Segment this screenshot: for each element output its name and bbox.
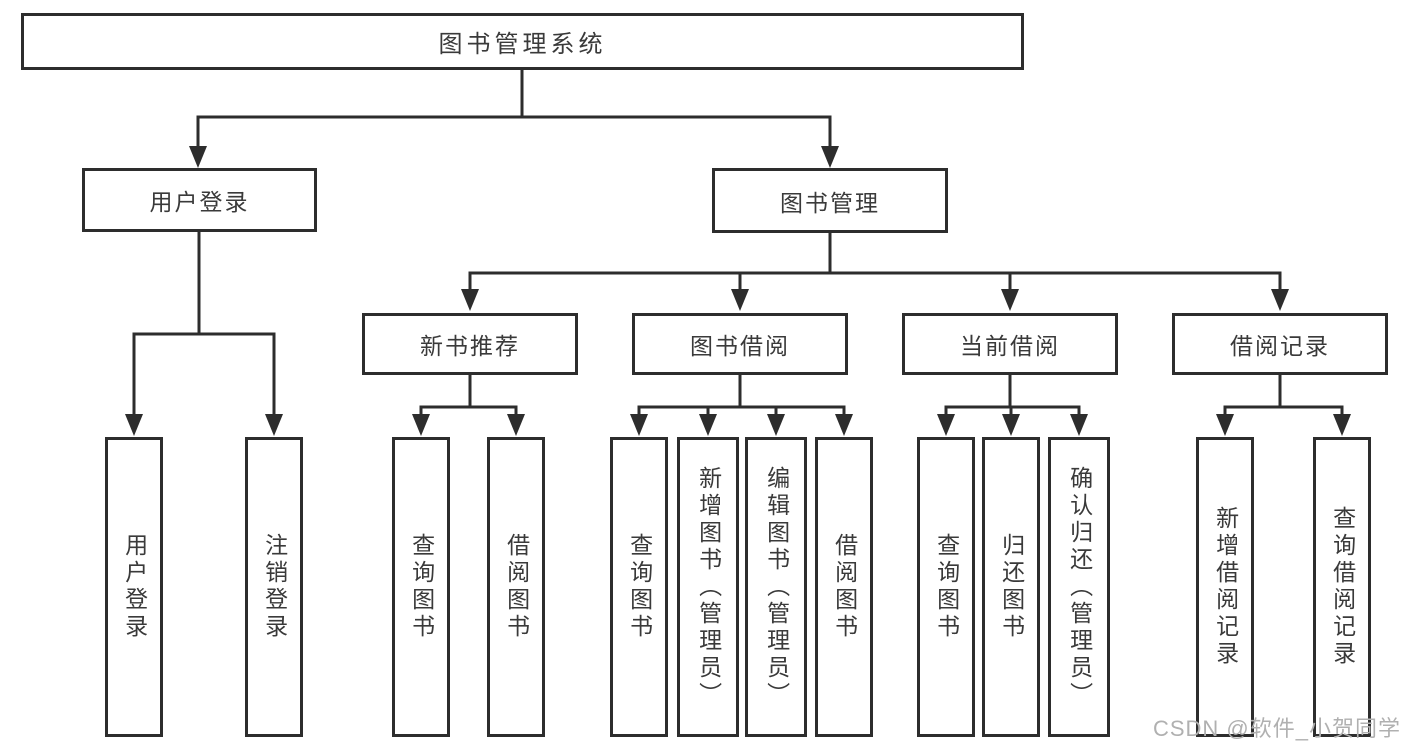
leaf-return-books: 归还图书 xyxy=(982,437,1040,737)
leaf-query-borrow-record: 查询借阅记录 xyxy=(1313,437,1371,737)
leaf-user-login: 用户登录 xyxy=(105,437,163,737)
leaf-logout: 注销登录 xyxy=(245,437,303,737)
node-new-book-recommendation: 新书推荐 xyxy=(362,313,578,375)
node-library-management-system: 图书管理系统 xyxy=(21,13,1024,70)
node-label: 查询图书 xyxy=(933,533,960,641)
watermark-csdn: CSDN @软件_小贺同学 xyxy=(1152,716,1401,741)
arrowhead-icon xyxy=(731,289,749,311)
connector-newbook-to-leaves xyxy=(419,375,518,418)
node-label: 图书管理 xyxy=(780,189,880,216)
node-label: 新增图书（管理员） xyxy=(695,465,722,709)
arrowhead-icon xyxy=(1001,289,1019,311)
connector-userlogin-to-leaves xyxy=(132,232,276,416)
arrowhead-icon xyxy=(767,414,785,436)
node-label: 确认归还（管理员） xyxy=(1066,465,1093,709)
node-book-management: 图书管理 xyxy=(712,168,948,233)
connector-current-to-leaves xyxy=(944,375,1081,418)
node-label: 编辑图书（管理员） xyxy=(763,465,790,709)
node-label: 查询借阅记录 xyxy=(1329,506,1356,668)
arrowhead-icon xyxy=(507,414,525,436)
node-book-borrowing: 图书借阅 xyxy=(632,313,848,375)
node-label: 用户登录 xyxy=(121,533,148,641)
node-label: 新增借阅记录 xyxy=(1212,506,1239,668)
arrowhead-icon xyxy=(412,414,430,436)
node-label: 查询图书 xyxy=(408,533,435,641)
arrowhead-icon xyxy=(630,414,648,436)
leaf-query-books-borrowing: 查询图书 xyxy=(610,437,668,737)
arrowhead-icon xyxy=(821,146,839,168)
arrowhead-icon xyxy=(1002,414,1020,436)
arrowhead-icon xyxy=(189,146,207,168)
node-label: 归还图书 xyxy=(998,533,1025,641)
node-label: 当前借阅 xyxy=(960,333,1060,359)
node-label: 图书借阅 xyxy=(690,333,790,359)
connector-records-to-leaves xyxy=(1223,375,1344,418)
connector-root-to-level2 xyxy=(196,70,832,148)
arrowhead-icon xyxy=(835,414,853,436)
arrowhead-icon xyxy=(1271,289,1289,311)
node-borrowing-records: 借阅记录 xyxy=(1172,313,1388,375)
node-label: 用户登录 xyxy=(149,189,250,215)
connector-bookmgmt-to-level3 xyxy=(468,233,1282,292)
arrowhead-icon xyxy=(1216,414,1234,436)
leaf-confirm-return-admin: 确认归还（管理员） xyxy=(1048,437,1110,737)
leaf-add-borrow-record: 新增借阅记录 xyxy=(1196,437,1254,737)
arrowhead-icon xyxy=(125,414,143,436)
leaf-add-books-admin: 新增图书（管理员） xyxy=(677,437,739,737)
arrowhead-icon xyxy=(265,414,283,436)
arrowhead-icon xyxy=(1333,414,1351,436)
arrowhead-icon xyxy=(1070,414,1088,436)
node-user-login: 用户登录 xyxy=(82,168,317,232)
leaf-borrow-books-borrowing: 借阅图书 xyxy=(815,437,873,737)
node-label: 借阅记录 xyxy=(1230,333,1330,359)
arrowhead-icon xyxy=(461,289,479,311)
node-label: 图书管理系统 xyxy=(438,31,607,58)
node-label: 查询图书 xyxy=(626,533,653,641)
arrowhead-icon xyxy=(937,414,955,436)
leaf-borrow-books-recommend: 借阅图书 xyxy=(487,437,545,737)
arrowhead-icon xyxy=(699,414,717,436)
node-label: 注销登录 xyxy=(261,533,288,641)
leaf-edit-books-admin: 编辑图书（管理员） xyxy=(745,437,807,737)
node-label: 借阅图书 xyxy=(503,533,530,641)
leaf-query-books-current: 查询图书 xyxy=(917,437,975,737)
node-label: 借阅图书 xyxy=(831,533,858,641)
node-label: 新书推荐 xyxy=(420,333,520,359)
node-current-borrowing: 当前借阅 xyxy=(902,313,1118,375)
connector-borrowing-to-leaves xyxy=(637,375,846,418)
leaf-query-books-recommend: 查询图书 xyxy=(392,437,450,737)
